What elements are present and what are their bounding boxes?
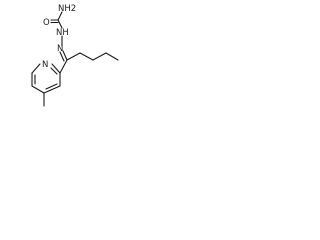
ring-c5-c4 xyxy=(31,85,45,94)
ring-n-c6 xyxy=(31,63,41,74)
bond-chain-4 xyxy=(105,52,119,61)
bond-n-c-1 xyxy=(62,50,68,61)
bond-c-ring xyxy=(59,59,68,74)
label-hydrazone-n: N xyxy=(57,44,63,54)
bond-n-c-2 xyxy=(59,51,65,62)
chemical-structure: NH2 O NH N N xyxy=(31,4,119,107)
label-hydrazone-nh: NH xyxy=(56,28,69,38)
bond-c-nh2 xyxy=(57,11,63,21)
bond-lines xyxy=(31,11,119,107)
bond-chain-1 xyxy=(66,52,81,61)
label-pyridine-n: N xyxy=(42,60,48,70)
bond-c-nh xyxy=(57,19,63,29)
ring-double-2 xyxy=(45,83,58,90)
ring-double-3 xyxy=(50,67,58,75)
ring-c2-n xyxy=(51,63,61,74)
atom-labels: NH2 O NH N N xyxy=(42,4,76,70)
label-carbonyl-o: O xyxy=(43,18,50,28)
ring-c4-c3 xyxy=(43,85,61,94)
bond-chain-2 xyxy=(79,52,94,61)
bond-chain-3 xyxy=(92,52,107,61)
label-nh2: NH2 xyxy=(58,4,76,14)
